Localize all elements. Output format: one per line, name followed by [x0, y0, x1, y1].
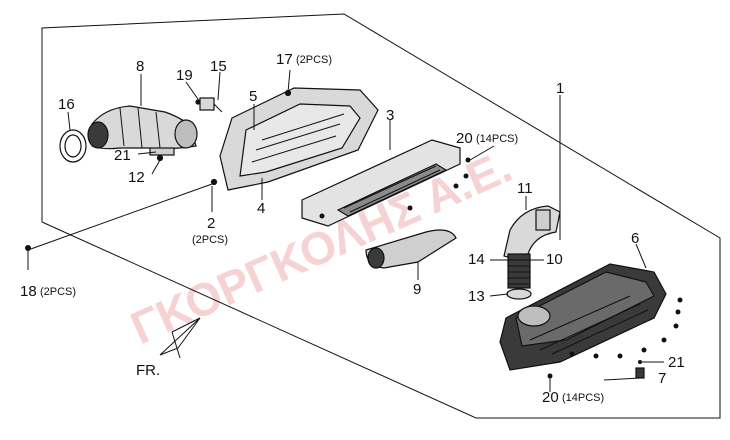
label-1: 1: [556, 80, 564, 97]
label-16: 16: [58, 96, 75, 113]
label-17-qty: (2PCS): [296, 54, 332, 66]
label-4: 4: [257, 200, 265, 217]
assembly-outline: [41, 13, 721, 419]
part-3-filter-element: [301, 139, 461, 227]
label-20-upper: 20: [456, 130, 473, 147]
label-19: 19: [176, 67, 193, 84]
label-14: 14: [468, 251, 485, 268]
label-20-upper-qty: (14PCS): [476, 133, 518, 145]
part-7-clip: [635, 360, 645, 379]
label-18: 18: [20, 283, 37, 300]
part-10-corrugated-tube: [507, 253, 531, 289]
label-20-lower-qty: (14PCS): [562, 392, 604, 404]
label-3: 3: [386, 107, 394, 124]
front-label: FR.: [136, 362, 160, 379]
label-2: 2: [207, 215, 215, 232]
leader-lines: [27, 69, 664, 392]
label-6: 6: [631, 230, 639, 247]
label-2-qty: (2PCS): [192, 234, 228, 246]
label-10: 10: [546, 251, 563, 268]
part-5-case-upper: [210, 87, 379, 191]
label-8: 8: [136, 58, 144, 75]
label-21-lower: 21: [668, 354, 685, 371]
label-7: 7: [658, 370, 666, 387]
label-21-upper: 21: [114, 147, 131, 164]
part-12-bracket: [149, 147, 175, 162]
part-16-clamp: [59, 129, 87, 163]
part-20-screws-lower: [547, 297, 683, 379]
watermark-text: ΓΚΟΡΓΚΟΛΗΣ Α.Ε.: [123, 140, 519, 355]
label-9: 9: [413, 281, 421, 298]
label-5: 5: [249, 88, 257, 105]
part-8-intake-duct: [87, 105, 198, 150]
part-15-fitting: [195, 97, 223, 113]
label-15: 15: [210, 58, 227, 75]
label-18-qty: (2PCS): [40, 286, 76, 298]
label-12: 12: [128, 169, 145, 186]
label-13: 13: [468, 288, 485, 305]
part-20-screws-upper: [319, 157, 471, 219]
part-9-inlet-pipe: [365, 229, 457, 269]
label-17: 17: [276, 51, 293, 68]
label-20-lower: 20: [542, 389, 559, 406]
part-6-case-lower: [499, 263, 667, 371]
part-13-ring: [506, 288, 532, 300]
label-11: 11: [517, 180, 533, 197]
front-direction-arrow: FR.: [136, 317, 201, 379]
